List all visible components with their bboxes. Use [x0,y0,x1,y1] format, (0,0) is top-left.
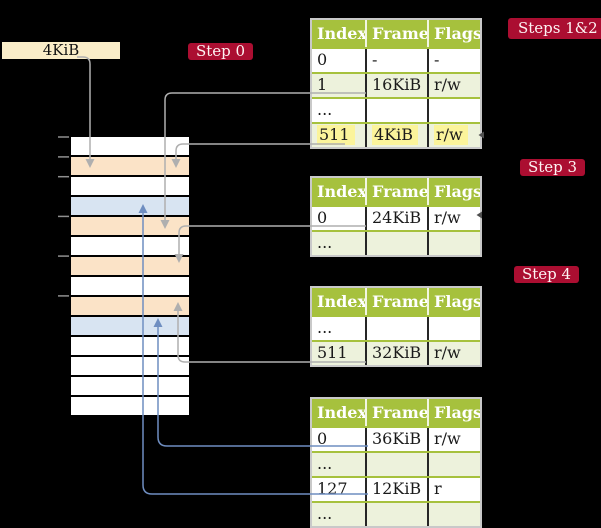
table-row-recursive-entry: 511 4KiB r/w [312,122,480,147]
table-row: ... [312,451,480,476]
index-cell: ... [312,99,367,122]
index-cell: 1 [312,74,367,97]
memory-row [71,377,189,395]
index-cell: 0 [312,49,367,72]
table-row: 0 24KiB r/w [312,205,480,230]
memory-row [71,257,189,275]
index-cell: ... [312,503,367,526]
root-frame-address-box: 4KiB [2,42,120,59]
memory-row [71,177,189,195]
frame-cell [367,317,429,340]
physical-memory-column [71,137,189,415]
flags-cell [429,453,480,476]
memory-row [71,197,189,215]
column-header-flags: Flags [434,403,480,422]
flags-cell: r/w [434,343,461,362]
memory-row [71,237,189,255]
highlighted-value: 4KiB [372,125,419,145]
column-header-flags: Flags [434,24,480,43]
flags-cell [429,232,480,255]
memory-row [71,337,189,355]
table-row: ... [312,315,480,340]
memory-row [71,277,189,295]
index-cell: ... [312,317,367,340]
flags-cell: r/w [429,124,480,147]
table-row: 0 36KiB r/w [312,426,480,451]
flags-cell [429,317,480,340]
index-cell: 511 [312,342,367,365]
table-row: 127 12KiB r [312,476,480,501]
column-header-frame: Frame [367,178,429,205]
flags-cell: - [434,50,440,69]
index-cell: 127 [312,478,367,501]
frame-cell [367,232,429,255]
column-header-frame: Frame [367,399,429,426]
memory-row [71,157,189,175]
step4-label: Step 4 [514,266,580,283]
frame-cell [367,503,429,526]
index-cell: 511 [312,124,367,147]
page-table-step-4: Index Frame Flags ... 511 32KiB r/w [310,286,482,367]
index-cell: 0 [312,428,367,451]
column-header-index: Index [312,288,367,315]
frame-cell: 12KiB [367,478,429,501]
frame-cell: 36KiB [367,428,429,451]
column-header-index: Index [312,178,367,205]
frame-cell [367,453,429,476]
table-header: Index Frame Flags [312,20,480,47]
table-header: Index Frame Flags [312,178,480,205]
steps-1-2-label: Steps 1&2 [508,18,601,39]
memory-row [71,217,189,235]
memory-row [71,297,189,315]
flags-cell [429,503,480,526]
step0-label: Step 0 [188,43,254,60]
flags-cell: r/w [434,429,461,448]
memory-row [71,357,189,375]
table-row: 0 - - [312,47,480,72]
highlighted-value: 511 [317,125,355,145]
column-header-frame: Frame [367,20,429,47]
address-ticks [58,136,69,297]
step3-label: Step 3 [520,159,586,176]
table-row: ... [312,97,480,122]
frame-cell: 24KiB [367,207,429,230]
page-table-final-level: Index Frame Flags 0 36KiB r/w ... 127 12… [310,397,482,528]
frame-cell: 4KiB [367,124,429,147]
memory-row [71,397,189,415]
column-header-index: Index [312,399,367,426]
frame-cell [367,99,429,122]
page-table-step-3: Index Frame Flags 0 24KiB r/w ... [310,176,482,257]
table-row: 1 16KiB r/w [312,72,480,97]
highlighted-value: r/w [434,125,468,145]
table-header: Index Frame Flags [312,399,480,426]
frame-cell: - [367,49,429,72]
column-header-index: Index [312,20,367,47]
table-row: 511 32KiB r/w [312,340,480,365]
memory-row [71,317,189,335]
page-table-steps-1-2: Index Frame Flags 0 - - 1 16KiB r/w ... … [310,18,482,149]
root-frame-label: 4KiB [42,41,80,59]
column-header-frame: Frame [367,288,429,315]
frame-cell: 16KiB [367,74,429,97]
index-cell: 0 [312,207,367,230]
index-cell: ... [312,453,367,476]
frame-cell: 32KiB [367,342,429,365]
flags-cell [429,99,480,122]
index-cell: ... [312,232,367,255]
flags-cell: r/w [434,75,461,94]
table-row: ... [312,230,480,255]
table-row: ... [312,501,480,526]
table-header: Index Frame Flags [312,288,480,315]
column-header-flags: Flags [434,182,480,201]
flags-cell: r [434,479,442,498]
column-header-flags: Flags [434,292,480,311]
memory-row [71,137,189,155]
flags-cell: r/w [434,208,461,227]
